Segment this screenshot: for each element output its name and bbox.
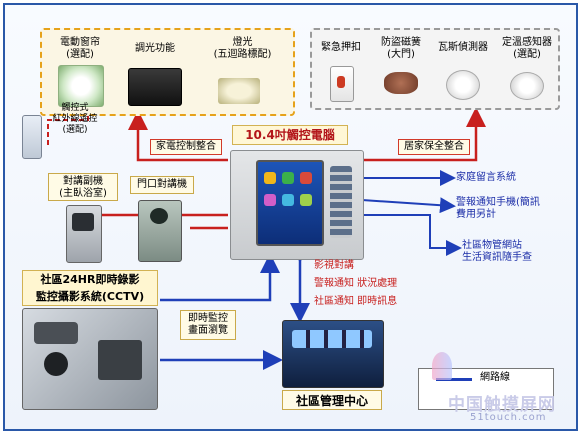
screen-icon-5 <box>282 194 294 206</box>
camera-2-image <box>44 352 68 376</box>
feature-community-notice: 社區通知 即時訊息 <box>314 296 398 307</box>
camera-1-image <box>34 322 78 344</box>
device-label-door-sensor: 防盜磁簧 (大門) <box>381 37 421 60</box>
watermark-url: 51touch.com <box>470 412 547 423</box>
emergency-button-red <box>337 76 345 88</box>
remote-label: 觸控式 紅外線遙控 (選配) <box>52 103 98 135</box>
feature-video-intercom: 影視對講 <box>314 260 354 271</box>
legend-line-sample <box>436 378 472 381</box>
feature-sms-alert: 警報通知手機(簡訊 費用另計 <box>456 197 540 220</box>
remote-image <box>22 115 42 159</box>
screen-icon-1 <box>264 172 276 184</box>
device-label-emergency: 緊急押扣 <box>321 42 361 53</box>
screen-icon-4 <box>264 194 276 206</box>
device-label-heat: 定溫感知器 (選配) <box>502 37 552 60</box>
feature-link-sms <box>361 197 456 214</box>
center-title: 10.4吋觸控電腦 <box>232 125 348 145</box>
feature-alarm-handling: 警報通知 狀況處理 <box>314 278 398 289</box>
legend-label: 網路線 <box>480 372 510 383</box>
cctv-link-line <box>160 253 280 302</box>
heat-sensor-image <box>510 72 544 100</box>
screen-icon-6 <box>300 194 312 206</box>
device-label-dimmer: 調光功能 <box>135 43 175 54</box>
appliance-link-label: 家電控制整合 <box>150 139 222 155</box>
feature-link-web <box>362 214 462 256</box>
door-sensor-image <box>384 72 418 94</box>
lamp-image <box>218 78 260 104</box>
device-label-lighting: 燈光 (五迴路標配) <box>213 37 272 60</box>
gas-detector-image <box>446 70 480 100</box>
door-intercom-camera <box>150 208 168 224</box>
dvr-image <box>98 340 142 380</box>
security-link-line <box>362 107 486 162</box>
mgmt-center-label: 社區管理中心 <box>282 390 382 410</box>
screen-icon-2 <box>282 172 294 184</box>
dimmer-image <box>128 68 182 106</box>
door-intercom-label: 門口對講機 <box>130 176 194 194</box>
cctv-monitor-label: 即時監控 畫面瀏覽 <box>180 310 236 340</box>
watermark-text: 中国触摸屏网 <box>448 395 556 415</box>
button-column <box>330 166 352 238</box>
mgmt-screens <box>292 330 372 348</box>
watermark-logo <box>432 352 452 380</box>
device-label-curtain: 電動窗帘 (選配) <box>60 37 100 60</box>
screen-icon-3 <box>300 172 312 184</box>
curtain-image <box>58 65 104 107</box>
remote-link-line <box>47 110 89 145</box>
security-link-label: 居家保全整合 <box>398 139 470 155</box>
sub-intercom-label: 對講副機 (主臥浴室) <box>48 173 118 201</box>
legend-box <box>418 368 554 410</box>
cctv-title: 社區24HR即時錄影 監控攝影系統(CCTV) <box>22 270 158 306</box>
feature-community-web: 社區物管網站 生活資訊隨手查 <box>462 240 532 263</box>
appliance-link-line <box>128 110 228 162</box>
sub-intercom-screen <box>72 213 94 231</box>
feature-message: 家庭留言系統 <box>456 172 516 183</box>
device-label-gas: 瓦斯偵測器 <box>438 42 488 53</box>
